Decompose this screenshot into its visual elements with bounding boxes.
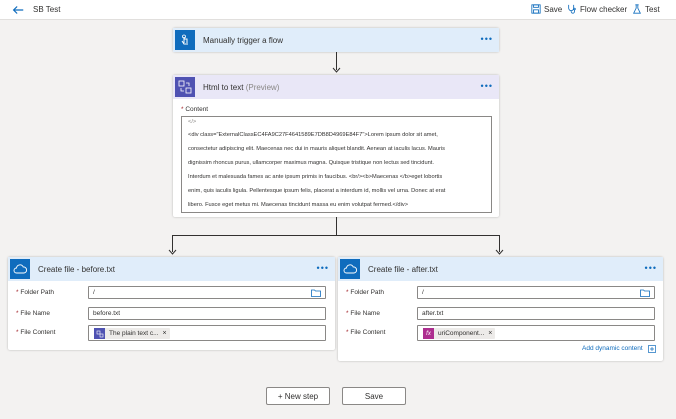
folder-path-label: * Folder Path (346, 289, 384, 296)
html-to-text-more-icon[interactable]: ••• (480, 81, 493, 91)
content-line: Interdum et malesuada fames ac ante ipsu… (188, 174, 443, 180)
create-before-more-icon[interactable]: ••• (316, 263, 329, 273)
flow-checker-label: Flow checker (580, 4, 628, 14)
dynamic-token[interactable]: The plain text c... × (94, 328, 170, 339)
function-icon: fx (423, 328, 434, 339)
folder-path-input[interactable]: / (88, 286, 326, 299)
flow-checker-button[interactable]: Flow checker (567, 4, 627, 14)
create-after-title: Create file - after.txt (368, 265, 438, 274)
create-before-title: Create file - before.txt (38, 265, 115, 274)
back-arrow-icon[interactable] (11, 3, 25, 17)
trigger-title: Manually trigger a flow (203, 36, 284, 45)
token-text: uriComponent... (438, 330, 485, 337)
connector-line (499, 235, 500, 252)
code-view-icon[interactable]: </> (188, 119, 197, 125)
flow-name: SB Test (33, 5, 61, 14)
test-button[interactable]: Test (632, 4, 660, 14)
content-input[interactable]: </> <div class="ExternalClassEC4FA9C27F4… (181, 116, 492, 213)
content-label: * Content (181, 106, 209, 113)
folder-path-value: / (422, 289, 424, 296)
trigger-card[interactable]: Manually trigger a flow ••• (173, 28, 499, 52)
beaker-icon (632, 4, 642, 14)
save-icon (531, 4, 541, 14)
file-name-label: * File Name (16, 310, 50, 317)
file-content-label: * File Content (16, 329, 56, 336)
html-to-text-icon (175, 77, 195, 97)
file-name-label-text: File Name (20, 310, 50, 317)
create-before-header[interactable]: Create file - before.txt ••• (8, 257, 335, 281)
branch-line (172, 235, 500, 236)
folder-icon[interactable] (311, 289, 321, 297)
remove-token-icon[interactable]: × (162, 330, 167, 337)
create-after-more-icon[interactable]: ••• (644, 263, 657, 273)
token-text: The plain text c... (109, 330, 159, 337)
create-file-after-card[interactable]: Create file - after.txt ••• * Folder Pat… (338, 257, 663, 361)
file-name-value: before.txt (93, 310, 121, 317)
save-button[interactable]: Save (342, 387, 406, 405)
trigger-card-header[interactable]: Manually trigger a flow ••• (173, 28, 499, 52)
test-label: Test (645, 4, 660, 14)
trigger-more-icon[interactable]: ••• (480, 34, 493, 44)
folder-path-input[interactable]: / (417, 286, 655, 299)
file-content-label-text: File Content (350, 329, 386, 336)
html-to-text-header[interactable]: Html to text (Preview) ••• (173, 75, 499, 99)
arrow-head-icon (332, 67, 341, 73)
onedrive-cloud-icon (10, 259, 30, 279)
content-line: dignissim rhoncus purus, ullamcorper max… (188, 160, 434, 166)
content-line: libero. Fusce eget metus mi. Maecenas ti… (188, 202, 409, 208)
stethoscope-icon (568, 4, 576, 14)
content-label-text: Content (185, 106, 209, 113)
connector-line (336, 217, 337, 235)
file-name-input[interactable]: before.txt (88, 307, 326, 320)
new-step-button[interactable]: + New step (266, 387, 330, 405)
content-line: <div class="ExternalClassEC4FA9C27F46415… (188, 132, 438, 138)
add-dynamic-content-icon[interactable] (648, 345, 656, 353)
folder-path-label-text: Folder Path (350, 289, 384, 296)
preview-tag: (Preview) (245, 83, 280, 92)
remove-token-icon[interactable]: × (488, 330, 493, 337)
html-to-text-card[interactable]: Html to text (Preview) ••• * Content </>… (173, 75, 499, 217)
expression-token[interactable]: fx uriComponent... × (423, 328, 496, 339)
save-toolbar-label: Save (544, 4, 563, 14)
html-to-text-title-text: Html to text (203, 83, 244, 92)
file-name-input[interactable]: after.txt (417, 307, 655, 320)
file-content-input[interactable]: The plain text c... × (88, 325, 326, 341)
file-name-value: after.txt (422, 310, 444, 317)
content-line: enim, quis iaculis ligula. Pellentesque … (188, 188, 446, 194)
folder-path-label: * Folder Path (16, 289, 54, 296)
html-to-text-token-icon (94, 328, 105, 339)
arrow-head-icon (168, 249, 177, 255)
file-content-input[interactable]: fx uriComponent... × (417, 325, 655, 341)
create-after-header[interactable]: Create file - after.txt ••• (338, 257, 663, 281)
folder-icon[interactable] (640, 289, 650, 297)
save-toolbar-button[interactable]: Save (531, 4, 562, 14)
onedrive-cloud-icon (340, 259, 360, 279)
file-content-label-text: File Content (20, 329, 56, 336)
folder-path-value: / (93, 289, 95, 296)
connector-line (172, 235, 173, 252)
file-content-label: * File Content (346, 329, 386, 336)
html-to-text-title: Html to text (Preview) (203, 83, 279, 92)
connector-arrow (336, 52, 337, 70)
touch-icon (175, 30, 195, 50)
arrow-head-icon (495, 249, 504, 255)
file-name-label-text: File Name (350, 310, 380, 317)
file-name-label: * File Name (346, 310, 380, 317)
folder-path-label-text: Folder Path (20, 289, 54, 296)
top-bar: SB Test Save Flow checker Test (0, 0, 676, 20)
add-dynamic-content-link[interactable]: Add dynamic content (582, 345, 643, 352)
create-file-before-card[interactable]: Create file - before.txt ••• * Folder Pa… (8, 257, 335, 350)
content-line: consectetur adipiscing elit. Maecenas ne… (188, 146, 446, 152)
